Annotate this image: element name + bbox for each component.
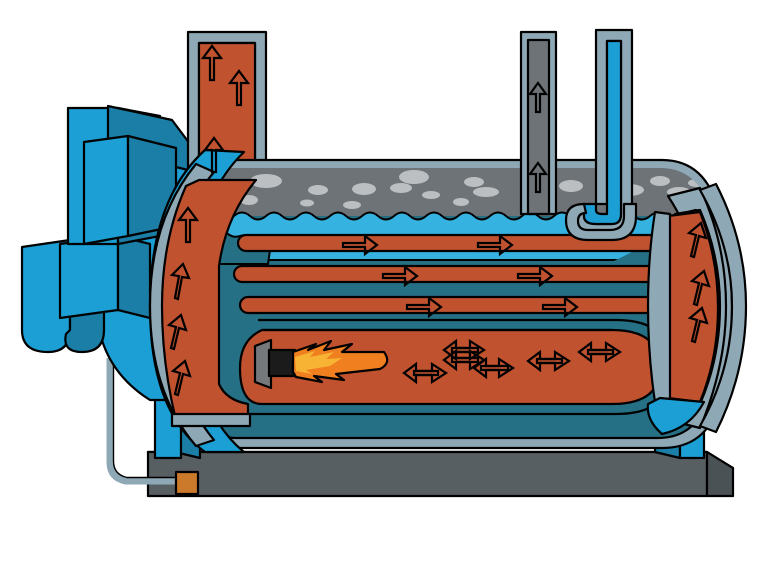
arrows-rear-chamber-upleft [686,221,711,344]
arrows-front-smokebox-up [166,206,200,397]
arrows-furnace-right [402,338,615,385]
arrows-stack-up [200,44,251,174]
steam-space [180,168,724,216]
fire-tube [232,264,674,284]
rear-reversal-chamber [646,182,748,436]
fire-tube [238,295,672,315]
arrows-steam-outlet-up [527,81,549,194]
fire-tube-bank [232,233,674,315]
flame [291,339,389,384]
steam-outlet-pipe [519,30,558,216]
feedwater-pipe [564,28,638,242]
blowdown-pipe [106,356,180,485]
arrows-furnace-right-correct [412,338,623,385]
arrows-fire-tubes-left [341,233,579,319]
blowdown-valve [174,470,200,496]
